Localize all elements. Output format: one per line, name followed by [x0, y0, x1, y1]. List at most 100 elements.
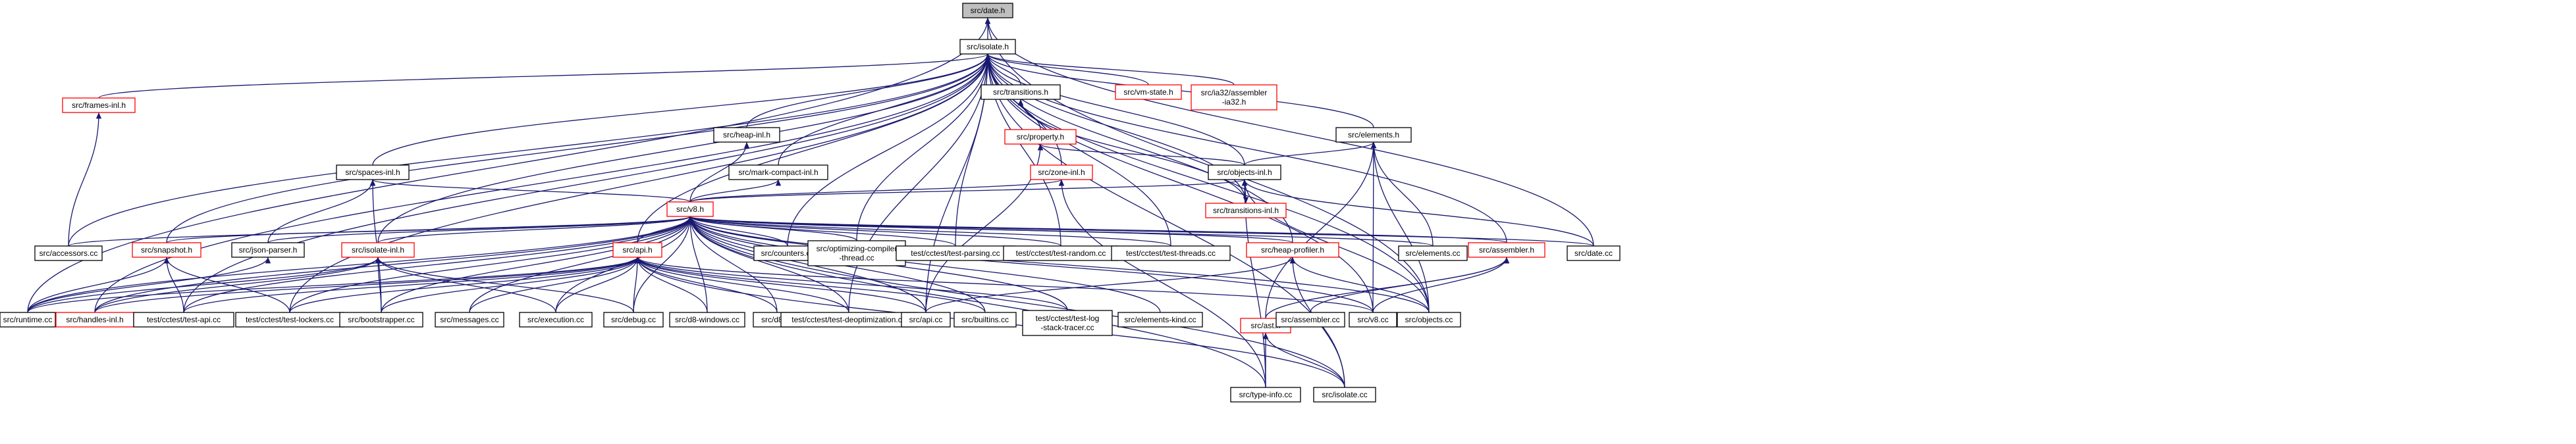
node-label: src/heap-inl.h [723, 130, 770, 139]
node-elements-h[interactable]: src/elements.h [1335, 127, 1412, 143]
edge-runtime_cc-to-isolate_inl [27, 257, 381, 313]
edge-type_info-to-v8_h [687, 216, 1266, 388]
node-assembler-h[interactable]: src/assembler.h [1468, 242, 1545, 258]
node-elements-kind[interactable]: src/elements-kind.cc [1117, 312, 1203, 328]
edge-vm_state-to-isolate_h [984, 53, 1149, 86]
node-label: -stack-tracer.cc [1040, 323, 1094, 332]
node-label: src/ast.h [1250, 321, 1280, 330]
node-api-cc[interactable]: src/api.cc [901, 312, 951, 328]
node-label: src/bootstrapper.cc [348, 315, 414, 324]
node-zone-inl[interactable]: src/zone-inl.h [1030, 164, 1093, 180]
edge-bootstrapper-to-v8_h [381, 216, 693, 313]
edge-messages_cc-to-api_h [469, 257, 641, 313]
node-heap-profiler[interactable]: src/heap-profiler.h [1246, 242, 1339, 258]
edge-test_threads-to-v8_h [687, 216, 1171, 247]
node-property-h[interactable]: src/property.h [1004, 129, 1077, 145]
edge-accessors_cc-to-isolate_h [68, 53, 991, 247]
edge-test_parsing-to-v8_h [687, 216, 956, 247]
edge-ia32_asm-to-isolate_h [985, 53, 1235, 86]
node-test-lockers[interactable]: test/cctest/test-lockers.cc [235, 312, 344, 328]
edge-v8_cc-to-api_h [635, 257, 1374, 313]
edge-objects_inl-to-property_h [1038, 143, 1245, 166]
node-label: src/objects.cc [1405, 315, 1453, 324]
node-messages-cc[interactable]: src/messages.cc [435, 312, 504, 328]
edge-elements_cc-to-v8_h [687, 216, 1434, 247]
edge-test_lockers-to-snapshot_h [163, 257, 290, 313]
node-ia32-asm[interactable]: src/ia32/assembler-ia32.h [1191, 84, 1277, 111]
edge-test_api-to-isolate_h [183, 53, 991, 313]
node-accessors-cc[interactable]: src/accessors.cc [34, 245, 103, 261]
node-execution-cc[interactable]: src/execution.cc [519, 312, 593, 328]
node-api-h[interactable]: src/api.h [612, 242, 662, 258]
node-isolate-cc[interactable]: src/isolate.cc [1313, 387, 1376, 403]
node-assembler-cc[interactable]: src/assembler.cc [1275, 312, 1345, 328]
node-json-parser[interactable]: src/json-parser.h [231, 242, 305, 258]
node-d8-windows[interactable]: src/d8-windows.cc [669, 312, 745, 328]
node-label: src/assembler.cc [1281, 315, 1339, 324]
node-objects-inl[interactable]: src/objects-inl.h [1208, 164, 1281, 180]
node-frames-inl[interactable]: src/frames-inl.h [62, 97, 136, 113]
node-builtins-cc[interactable]: src/builtins.cc [953, 312, 1017, 328]
node-type-info[interactable]: src/type-info.cc [1230, 387, 1301, 403]
edge-elements_kind-to-v8_h [687, 216, 1161, 313]
edge-bootstrapper-to-isolate_inl [375, 257, 382, 313]
edges [27, 17, 1594, 388]
node-spaces-inl[interactable]: src/spaces-inl.h [336, 164, 410, 180]
node-label: src/frames-inl.h [72, 101, 126, 110]
edge-isolate_inl-to-isolate_h [377, 53, 991, 243]
node-label: src/isolate.cc [1322, 390, 1367, 399]
node-test-parsing[interactable]: test/cctest/test-parsing.cc [896, 245, 1015, 261]
node-mark-compact[interactable]: src/mark-compact-inl.h [728, 164, 828, 180]
node-debug-cc[interactable]: src/debug.cc [603, 312, 664, 328]
node-runtime-cc[interactable]: src/runtime.cc [0, 312, 56, 328]
node-date-cc[interactable]: src/date.cc [1567, 245, 1621, 261]
node-opt-compiler[interactable]: src/optimizing-compiler-thread.cc [807, 240, 906, 266]
node-label: src/property.h [1017, 132, 1064, 141]
node-counters-cc[interactable]: src/counters.cc [753, 245, 822, 261]
node-heap-inl[interactable]: src/heap-inl.h [713, 127, 780, 143]
node-objects-cc[interactable]: src/objects.cc [1397, 312, 1461, 328]
node-label: src/isolate.h [967, 42, 1009, 51]
edge-snapshot_h-to-v8_h [166, 216, 693, 243]
node-label: src/assembler.h [1479, 245, 1534, 255]
node-test-deopt[interactable]: test/cctest/test-deoptimization.cc [780, 312, 917, 328]
node-label: src/builtins.cc [961, 315, 1009, 324]
node-elements-cc[interactable]: src/elements.cc [1398, 245, 1468, 261]
edge-v8_cc-to-assembler_h [1372, 257, 1510, 313]
node-label: src/handles-inl.h [66, 315, 123, 324]
node-label: src/objects-inl.h [1217, 168, 1272, 177]
node-isolate-h[interactable]: src/isolate.h [959, 39, 1016, 55]
edge-test_random-to-isolate_h [984, 53, 1061, 247]
edge-handles_inl-to-isolate_h [94, 53, 991, 313]
node-label: src/elements.h [1348, 130, 1399, 139]
edge-objects_inl-to-elements_h [1244, 141, 1377, 166]
node-v8-cc[interactable]: src/v8.cc [1349, 312, 1397, 328]
node-label: src/transitions.h [993, 87, 1048, 97]
node-label: src/date.cc [1574, 249, 1613, 258]
node-test-log-stack[interactable]: test/cctest/test-log-stack-tracer.cc [1022, 310, 1113, 336]
node-label: src/v8.cc [1357, 315, 1388, 324]
node-label: src/heap-profiler.h [1261, 245, 1324, 255]
edge-frames_inl-to-isolate_h [98, 53, 990, 99]
node-handles-inl[interactable]: src/handles-inl.h [55, 312, 134, 328]
node-label: src/execution.cc [527, 315, 584, 324]
node-test-api[interactable]: test/cctest/test-api.cc [133, 312, 234, 328]
edge-d8_windows-to-v8_h [687, 216, 708, 313]
node-label: src/date.h [971, 6, 1006, 15]
node-isolate-inl[interactable]: src/isolate-inl.h [341, 242, 415, 258]
edge-v8_h-to-objects_inl [689, 179, 1247, 203]
edge-runtime_cc-to-json_parser [27, 257, 271, 313]
node-test-random[interactable]: test/cctest/test-random.cc [1003, 245, 1119, 261]
node-v8-h[interactable]: src/v8.h [666, 201, 714, 217]
node-bootstrapper[interactable]: src/bootstrapper.cc [339, 312, 423, 328]
node-test-threads[interactable]: test/cctest/test-threads.cc [1111, 245, 1231, 261]
edge-counters_cc-to-isolate_h [787, 53, 991, 247]
node-transitions-inl[interactable]: src/transitions-inl.h [1205, 203, 1287, 218]
node-vm-state[interactable]: src/vm-state.h [1115, 84, 1182, 100]
node-transitions-h[interactable]: src/transitions.h [980, 84, 1061, 100]
node-label: src/elements.cc [1405, 249, 1460, 258]
edge-test_lockers-to-isolate_h [289, 53, 991, 313]
node-snapshot-h[interactable]: src/snapshot.h [132, 242, 201, 258]
edge-elements_cc-to-elements_h [1370, 141, 1434, 247]
node-date-h[interactable]: src/date.h [962, 3, 1013, 18]
